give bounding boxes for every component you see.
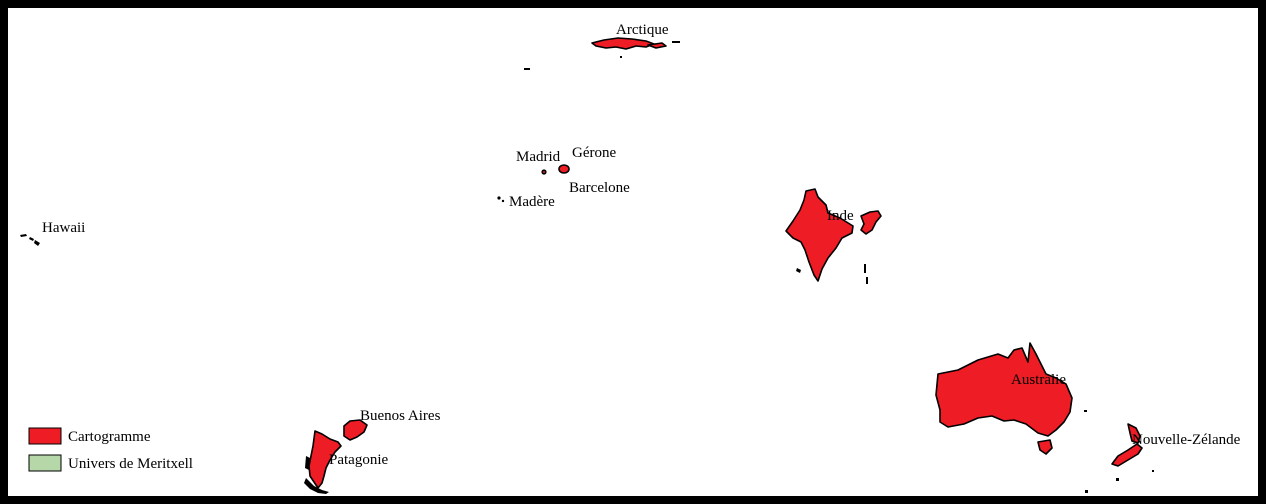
hawaii-island	[29, 237, 34, 241]
arctique-speck	[672, 41, 680, 43]
madrid-shape[interactable]	[541, 169, 547, 175]
australie-speck	[1084, 410, 1087, 412]
label-gerone: Gérone	[572, 145, 616, 161]
nz-south-shape[interactable]	[1111, 443, 1143, 467]
legend-swatch-cartogramme	[28, 427, 62, 445]
region-spain-cluster[interactable]	[497, 164, 570, 203]
nz-speck	[1152, 470, 1154, 472]
label-inde: Inde	[827, 208, 854, 224]
region-patagonie[interactable]	[304, 419, 368, 494]
buenos-aires-shape[interactable]	[343, 419, 368, 441]
region-australie[interactable]	[935, 342, 1087, 455]
legend-swatch-univers	[28, 454, 62, 472]
label-australie: Australie	[1011, 372, 1066, 388]
label-buenos-aires: Buenos Aires	[360, 408, 441, 424]
legend-label-cartogramme: Cartogramme	[68, 429, 151, 445]
arctique-islet	[647, 42, 667, 49]
region-nouvelle-zelande[interactable]	[1085, 423, 1154, 493]
nz-speck	[1116, 478, 1119, 481]
arctique-shape[interactable]	[591, 37, 655, 50]
hawaii-island	[20, 234, 27, 237]
arctique-speck	[524, 68, 530, 70]
region-hawaii[interactable]	[20, 234, 40, 246]
australie-shape[interactable]	[935, 342, 1073, 437]
label-nouvelle-zelande: Nouvelle-Zélande	[1132, 432, 1241, 448]
label-hawaii: Hawaii	[42, 220, 85, 236]
label-patagonie: Patagonie	[329, 452, 388, 468]
nz-north-shape[interactable]	[1127, 423, 1141, 444]
tasmania-shape[interactable]	[1037, 439, 1053, 455]
inde-shape[interactable]	[785, 188, 854, 282]
label-barcelone: Barcelone	[569, 180, 630, 196]
inde-speck	[796, 268, 801, 273]
arctique-speck	[620, 56, 622, 58]
label-madere: Madère	[509, 194, 555, 210]
bangladesh-shape[interactable]	[860, 210, 882, 235]
barcelone-shape[interactable]	[558, 164, 570, 174]
region-inde[interactable]	[785, 188, 882, 284]
hawaii-island	[34, 240, 40, 246]
label-madrid: Madrid	[516, 149, 561, 165]
legend-label-univers: Univers de Meritxell	[68, 456, 193, 472]
label-arctique: Arctique	[616, 22, 669, 38]
tierra-del-fuego-shape	[304, 478, 329, 494]
nz-speck	[1085, 490, 1088, 493]
inde-speck	[864, 264, 866, 273]
madere-speck	[497, 196, 501, 200]
coast-shadow	[305, 456, 310, 470]
region-arctique[interactable]	[524, 37, 680, 70]
madere-speck	[501, 199, 505, 203]
inde-speck	[866, 277, 868, 284]
legend: Cartogramme Univers de Meritxell	[28, 427, 193, 472]
patagonie-shape[interactable]	[308, 430, 342, 489]
